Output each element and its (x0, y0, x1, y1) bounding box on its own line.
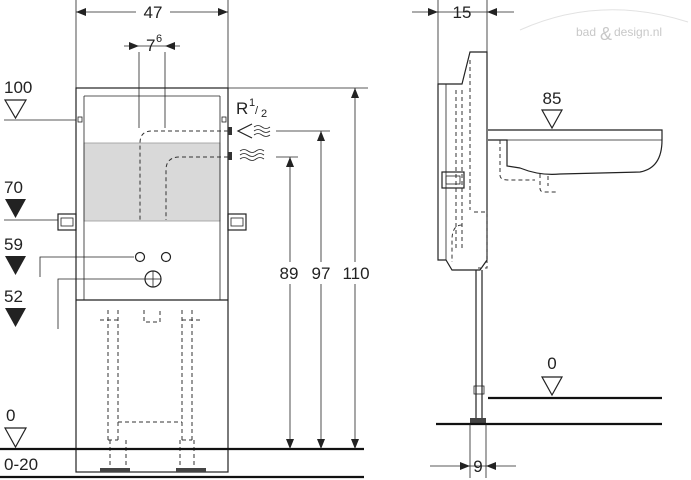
fixing-point-right (221, 116, 227, 123)
level-52-label: 52 (4, 287, 23, 306)
water-wave-icon (253, 125, 271, 137)
basin-level-label: 85 (543, 89, 562, 108)
pipe-inlet-hidden (165, 156, 228, 220)
side-view: 15 85 0 9 (412, 0, 663, 478)
level-70-triangle (5, 199, 26, 218)
side-foot (470, 418, 486, 424)
outlet-arrow-icon (236, 123, 253, 139)
frame-outline (75, 87, 229, 473)
water-connection-right (160, 251, 172, 263)
pipe-spacing-label: 7 (146, 36, 155, 55)
water-connection-left (134, 251, 146, 263)
frame-profile (437, 51, 488, 271)
side-floor-level-triangle (540, 376, 564, 397)
pipe-spacing-superscript: 6 (156, 33, 162, 45)
panel-board (83, 142, 221, 222)
side-leg (475, 270, 483, 420)
watermark-left: bad (576, 25, 596, 39)
width-label: 47 (144, 3, 163, 22)
height-inlet-label: 89 (280, 264, 299, 283)
level-100-triangle (3, 99, 28, 120)
width-dimension: 47 (75, 0, 229, 88)
foot-right (176, 468, 206, 472)
level-52-triangle (5, 308, 26, 327)
level-0-triangle (3, 427, 28, 449)
watermark-right: design.nl (614, 25, 662, 39)
fixing-point-left (77, 116, 83, 123)
thread-callout: R 1 / 2 (228, 97, 271, 161)
side-bracket (441, 171, 465, 189)
thread-denominator: 2 (261, 108, 267, 120)
thread-numerator: 1 (249, 97, 255, 109)
inlet-wave-icon (239, 149, 265, 161)
thread-label: R (236, 99, 248, 118)
level-0-label: 0 (6, 406, 15, 425)
basin-level-triangle (540, 109, 564, 130)
svg-text:/: / (255, 105, 259, 117)
height-outlet-label: 97 (312, 264, 331, 283)
side-floor-level-label: 0 (547, 354, 556, 373)
height-total-label: 110 (342, 264, 369, 283)
depth-label: 15 (453, 3, 472, 22)
level-59-label: 59 (4, 235, 23, 254)
level-70-label: 70 (4, 178, 23, 197)
level-100-label: 100 (4, 78, 32, 97)
pipe-spacing-dimension: 7 6 (124, 33, 180, 55)
frame-legs-hidden (107, 310, 193, 440)
foot-depth-label: 9 (473, 457, 482, 476)
foot-left (100, 468, 130, 472)
level-markers: 100 70 59 52 0 0-20 (3, 78, 145, 474)
watermark-amp: & (600, 24, 612, 44)
watermark: bad & design.nl (519, 9, 689, 44)
pipe-outlet-hidden (139, 130, 228, 220)
floor-range-label: 0-20 (4, 455, 38, 474)
height-dimensions: 89 97 110 (228, 87, 373, 449)
level-59-triangle (5, 256, 26, 275)
bracket-right (227, 213, 247, 231)
bracket-left (57, 213, 77, 231)
front-view (0, 52, 364, 479)
washbasin-outline (488, 129, 663, 175)
